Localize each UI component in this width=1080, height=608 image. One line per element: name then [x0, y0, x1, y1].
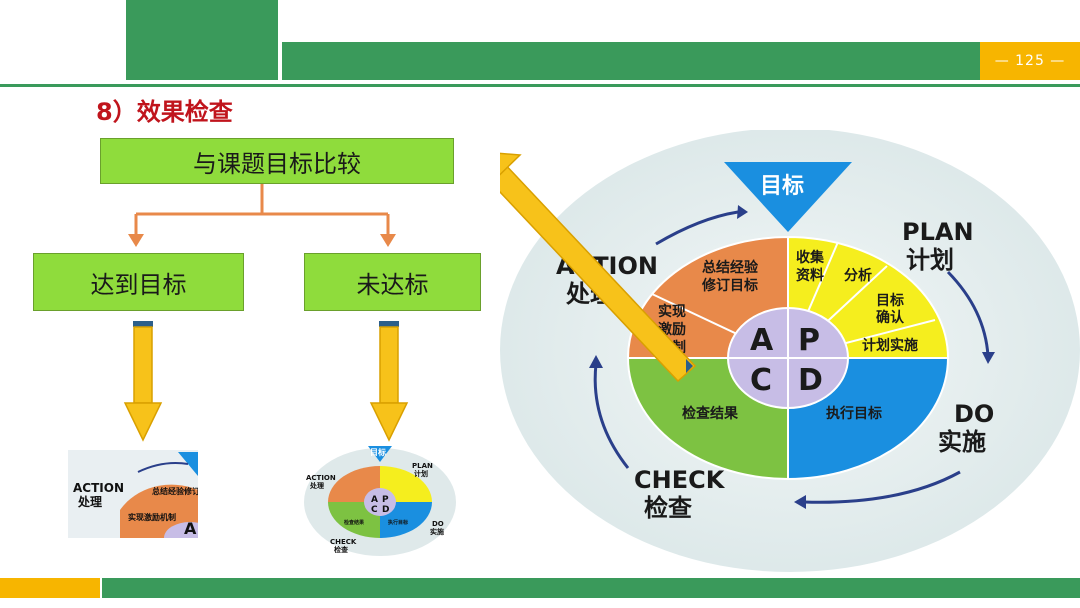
- thumb2-do-cn: 实施: [430, 527, 444, 536]
- header-block: [126, 0, 278, 80]
- thumb2-d: D: [382, 505, 389, 515]
- thumb1-a-item-2: 实现激励机制: [128, 512, 176, 522]
- pdca-thumbnail-full: 目标 A P C D ACTION 处理 PLAN 计划 DO 实施 CHECK…: [304, 446, 456, 556]
- arrow-head-right-icon: [380, 234, 396, 247]
- thumb2-goal: 目标: [370, 447, 386, 457]
- a-item-1-line1: 总结经验: [702, 259, 759, 276]
- footer-green-bar: [102, 578, 1080, 598]
- p-item-1-line2: 资料: [796, 267, 824, 284]
- p-item-4: 计划实施: [862, 337, 918, 354]
- do-cn-label: 实施: [938, 428, 986, 456]
- thumb2-action-en: ACTION: [306, 474, 336, 482]
- arrow-action-to-goal: [655, 210, 739, 246]
- p-item-3-line1: 目标: [876, 292, 904, 309]
- check-cn-label: 检查: [644, 494, 692, 522]
- thumb2-check-en: CHECK: [330, 538, 357, 546]
- arrow-do-to-check: [803, 470, 961, 504]
- thumb1-letter-a: A: [184, 519, 197, 538]
- down-arrow-left-icon: [123, 321, 163, 442]
- not-achieved-box: 未达标: [304, 253, 481, 311]
- thumb2-plan-cn: 计划: [414, 469, 428, 478]
- letter-d: D: [798, 363, 823, 398]
- thumb2-a: A: [371, 495, 378, 505]
- thumb2-c: C: [371, 505, 378, 515]
- p-item-2: 分析: [844, 267, 872, 284]
- do-en-label: DO: [954, 400, 994, 428]
- thumb2-check-label: 检查结果: [344, 519, 365, 526]
- page-number: — 125 —: [980, 42, 1080, 80]
- arrow-head-left-icon: [128, 234, 144, 247]
- down-arrow-right-icon: [369, 321, 409, 442]
- page-title: 8）效果检查: [96, 98, 233, 126]
- p-item-3-line2: 确认: [876, 309, 905, 326]
- footer-yellow-bar: [0, 578, 100, 598]
- header-rule: [0, 84, 1080, 87]
- letter-p: P: [798, 323, 820, 358]
- header-bar: [282, 42, 980, 80]
- plan-cn-label: 计划: [906, 246, 954, 274]
- thumb2-p: P: [382, 495, 389, 505]
- plan-en-label: PLAN: [902, 218, 974, 246]
- pdca-diagram: A P C D 目标 总结经验 修订目标 实现 激励 机制 收集 资料 分析 目…: [500, 130, 1080, 572]
- thumb2-check-cn: 检查: [334, 545, 349, 554]
- achieved-box: 达到目标: [33, 253, 244, 311]
- thumb2-do-en: DO: [432, 520, 444, 528]
- p-item-1-line1: 收集: [796, 249, 825, 266]
- do-target-label: 执行目标: [826, 405, 882, 422]
- thumb1-action-en: ACTION: [73, 481, 124, 495]
- goal-triangle: [724, 162, 852, 232]
- letter-c: C: [750, 363, 772, 398]
- thumb2-plan-en: PLAN: [412, 462, 433, 470]
- compare-box: 与课题目标比较: [100, 138, 454, 184]
- thumb2-action-cn: 处理: [309, 481, 324, 490]
- feedback-arrow-icon: [500, 152, 697, 383]
- thumb1-action-cn: 处理: [77, 494, 102, 509]
- a-item-2-line1: 实现: [658, 303, 686, 320]
- a-item-1-line2: 修订目标: [701, 277, 758, 294]
- check-en-label: CHECK: [634, 466, 726, 494]
- letter-a: A: [750, 323, 774, 358]
- thumb2-do-label: 执行目标: [388, 519, 408, 526]
- arrow-plan-to-do: [946, 270, 990, 357]
- arrow-check-to-action: [593, 363, 630, 469]
- check-result-label: 检查结果: [682, 405, 739, 422]
- goal-label: 目标: [760, 173, 804, 199]
